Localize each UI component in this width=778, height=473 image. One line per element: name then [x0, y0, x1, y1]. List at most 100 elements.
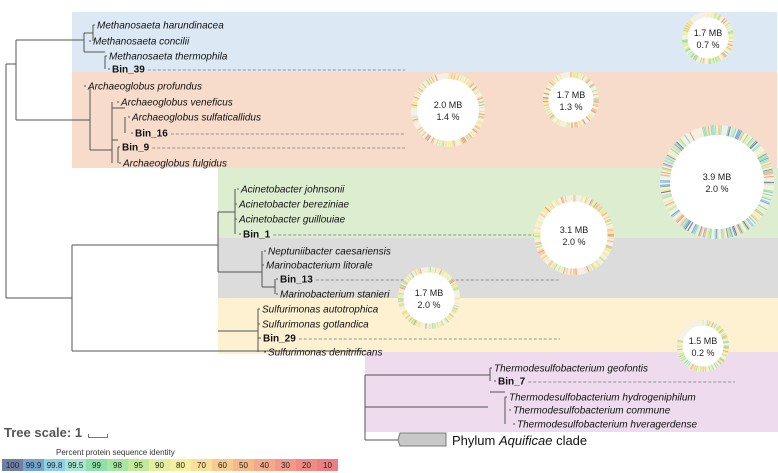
- identity-tick: [682, 42, 689, 45]
- identity-tick: [721, 352, 728, 356]
- identity-tick: [682, 358, 688, 363]
- identity-tick: [703, 58, 706, 64]
- identity-tick: [606, 240, 614, 243]
- identity-tick: [557, 265, 562, 272]
- identity-tick: [547, 260, 553, 266]
- taxon-label: Acinetobacter guillouiae: [238, 215, 346, 226]
- taxon-label: Thermodesulfobacterium hydrogeniphilum: [509, 393, 696, 404]
- identity-tick: [674, 213, 683, 221]
- identity-tick: [673, 144, 682, 153]
- identity-tick: [438, 269, 443, 275]
- genome-identity: 1.4 %: [436, 112, 459, 122]
- identity-tick: [688, 19, 694, 25]
- identity-tick: [475, 122, 482, 126]
- identity-tick: [721, 52, 727, 58]
- identity-tick: [431, 323, 434, 329]
- identity-tick: [675, 214, 684, 223]
- genome-identity: 2.0 %: [705, 184, 728, 194]
- identity-tick: [756, 151, 767, 159]
- identity-tick: [452, 306, 459, 310]
- identity-tick: [452, 286, 459, 290]
- identity-tick: [435, 139, 439, 146]
- identity-tick: [455, 74, 459, 81]
- identity-tick: [660, 184, 671, 186]
- identity-tick: [591, 89, 598, 93]
- identity-tick: [668, 206, 678, 213]
- identity-tick: [577, 73, 580, 79]
- identity-tick: [596, 205, 603, 212]
- identity-tick: [692, 54, 697, 60]
- taxon-label: Thermodesulfobacterium hveragerdense: [517, 420, 698, 431]
- identity-tick: [709, 228, 712, 239]
- taxon-label: Neptuniibacter caesariensis: [268, 247, 391, 258]
- identity-tick: [725, 24, 732, 29]
- identity-tick: [715, 56, 719, 63]
- identity-tick: [585, 197, 589, 204]
- identity-tick: [431, 267, 434, 273]
- identity-tick: [722, 228, 725, 239]
- identity-tick: [729, 127, 734, 138]
- identity-tick: [548, 260, 554, 267]
- identity-tick: [555, 76, 560, 82]
- identity-tick: [720, 332, 726, 337]
- identity-tick: [478, 101, 485, 104]
- identity-tick: [550, 202, 555, 209]
- identity-tick: [591, 262, 596, 270]
- identity-tick: [685, 24, 691, 29]
- identity-tick: [579, 74, 583, 80]
- identity-tick: [688, 20, 693, 25]
- legend-swatch: 99.5: [65, 459, 86, 471]
- identity-tick: [756, 150, 766, 158]
- identity-tick: [558, 74, 563, 80]
- identity-tick: [461, 137, 466, 143]
- identity-tick: [412, 97, 419, 101]
- identity-tick: [415, 90, 422, 95]
- identity-tick: [591, 107, 598, 111]
- taxon-label: Thermodesulfobacterium geofontis: [494, 364, 648, 375]
- bin-label: Bin_29: [263, 334, 296, 345]
- identity-tick: [461, 76, 465, 83]
- identity-tick: [710, 364, 715, 370]
- identity-tick: [705, 227, 709, 239]
- identity-tick: [588, 113, 594, 119]
- identity-tick: [584, 77, 589, 83]
- identity-tick: [427, 78, 432, 85]
- identity-tick: [662, 162, 673, 168]
- identity-tick: [704, 366, 707, 372]
- identity-tick: [448, 277, 454, 283]
- identity-tick: [534, 241, 542, 245]
- identity-tick: [710, 58, 713, 64]
- identity-tick: [432, 76, 436, 83]
- identity-tick: [731, 127, 736, 138]
- identity-tick: [709, 364, 714, 371]
- identity-tick: [677, 348, 683, 351]
- genome-identity: 1.3 %: [559, 102, 582, 112]
- identity-tick: [565, 122, 568, 128]
- identity-tick: [761, 164, 772, 169]
- identity-tick: [710, 321, 714, 328]
- identity-tick: [677, 340, 683, 343]
- identity-tick: [411, 115, 418, 119]
- identity-tick: [409, 273, 414, 279]
- identity-tick: [685, 23, 691, 28]
- identity-tick: [418, 128, 425, 134]
- identity-tick: [723, 349, 729, 352]
- identity-tick: [459, 138, 464, 145]
- identity-tick: [720, 53, 725, 59]
- identity-tick: [411, 104, 418, 107]
- identity-tick: [540, 253, 547, 259]
- identity-tick: [684, 47, 691, 51]
- identity-tick: [588, 199, 593, 206]
- identity-tick: [592, 262, 598, 269]
- identity-tick: [661, 168, 672, 172]
- identity-tick: [560, 266, 564, 273]
- identity-tick: [721, 334, 727, 339]
- identity-tick: [592, 104, 599, 107]
- identity-tick: [543, 256, 550, 262]
- identity-tick: [697, 366, 700, 372]
- clade-band: [218, 238, 778, 298]
- identity-tick: [459, 75, 463, 82]
- identity-tick: [550, 80, 555, 86]
- identity-tick: [476, 121, 483, 125]
- identity-tick: [567, 122, 570, 128]
